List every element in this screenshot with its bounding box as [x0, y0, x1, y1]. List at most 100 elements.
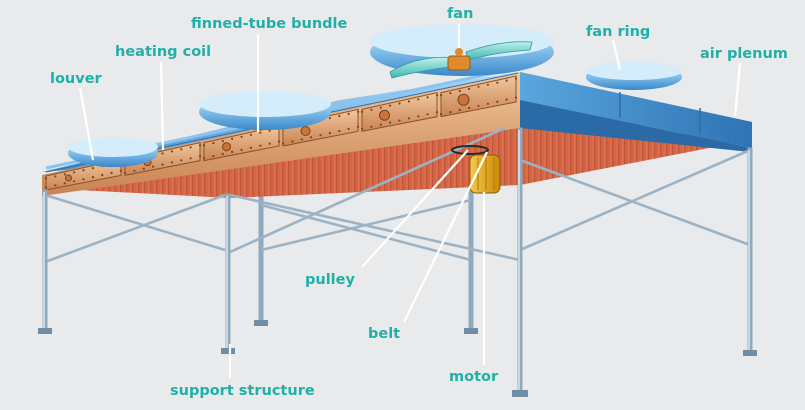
bundle-rivet: [468, 87, 471, 90]
bundle-rivet: [407, 117, 410, 120]
bundle-rivet: [360, 110, 364, 113]
bundle-rivet: [212, 142, 215, 145]
bundle-rivet: [63, 182, 66, 185]
bundle-rivet: [379, 106, 382, 109]
callout-belt: [403, 151, 488, 323]
bundle-header-box: [124, 142, 201, 176]
bundle-rivet: [477, 104, 480, 107]
bundle-rivet: [449, 111, 452, 114]
bundle-rivet: [486, 102, 489, 105]
fan-hub: [447, 55, 471, 71]
pulley-shape: [451, 145, 489, 155]
bundle-header-box: [203, 125, 280, 162]
bundle-rivet: [82, 178, 85, 181]
bundle-rivet: [407, 100, 410, 103]
bundle-rivet: [268, 142, 271, 145]
bundle-rivet: [439, 113, 443, 116]
nozzle-flange: [300, 126, 311, 136]
bundle-rivet: [468, 106, 471, 109]
bundle-rivet: [231, 150, 234, 153]
bundle-rivet: [514, 96, 518, 99]
bundle-rivet: [435, 94, 439, 97]
bundle-rivet: [110, 171, 113, 174]
bundle-rivet: [458, 108, 461, 112]
bundle-rivet: [44, 186, 48, 189]
label-motor: motor: [449, 369, 499, 385]
bundle-rivet: [356, 110, 360, 113]
callout-heating-coil: [159, 61, 165, 151]
bundle-rivet: [449, 92, 452, 95]
bundle-header-box: [361, 92, 438, 132]
coil-underside: [42, 118, 750, 198]
bundle-header-box: [282, 108, 359, 147]
bundle-rivet: [389, 104, 392, 107]
bundle-rivet: [91, 176, 94, 179]
nozzle-flange: [379, 109, 390, 121]
bundle-rivet: [63, 173, 66, 176]
bundle-rivet: [417, 98, 420, 101]
fan-assembly: [389, 41, 533, 79]
bundle-rivet: [277, 140, 281, 143]
bundle-rivet: [360, 127, 364, 130]
bundle-rivet: [170, 150, 173, 153]
callout-fan-ring: [611, 39, 622, 71]
bundle-rivet: [268, 129, 271, 132]
bundle-rivet: [91, 167, 94, 170]
bundle-rivet: [505, 79, 508, 82]
bundle-rivet: [477, 85, 480, 88]
bundle-rivet: [338, 129, 341, 133]
bundle-rivet: [370, 108, 373, 111]
bundle-rivet: [231, 137, 234, 140]
fan-blade-right: [465, 41, 533, 61]
bundle-rivet: [328, 132, 331, 135]
label-pulley: pulley: [305, 272, 355, 288]
label-louver: louver: [50, 71, 103, 87]
bundle-rivet: [356, 125, 360, 128]
bundle-rivet: [142, 167, 145, 170]
bundle-rivet: [458, 89, 461, 93]
callout-lines: [78, 24, 742, 378]
bundle-rivet: [152, 165, 155, 168]
bundle-rivet: [180, 148, 183, 151]
bundle-rivet: [221, 139, 224, 143]
bundle-rivet: [73, 171, 76, 174]
bundle-rivet: [281, 142, 285, 145]
bundle-rivet: [240, 135, 243, 138]
bundle-rivet: [435, 111, 439, 114]
nozzle-flange: [65, 174, 72, 182]
label-fan-ring: fan ring: [586, 24, 650, 40]
label-heating-coil: heating coil: [115, 44, 211, 60]
air-plenum-side: [520, 72, 752, 148]
bundle-rivet: [310, 136, 313, 139]
bundle-rivet: [426, 96, 429, 99]
bundle-rivet: [259, 144, 262, 147]
bundle-rivet: [133, 169, 136, 172]
back-support-legs: [258, 187, 474, 333]
bundle-rivet: [370, 125, 373, 128]
bundle-rivet: [338, 114, 341, 118]
bundle-rivet: [496, 100, 499, 103]
bundle-rivet: [514, 77, 518, 80]
bundle-rivet: [119, 169, 123, 172]
bundle-rivet: [170, 161, 173, 164]
bundle-rivet: [259, 131, 262, 134]
bundle-rivet: [398, 102, 401, 105]
bundle-rivet: [221, 152, 224, 156]
nozzle-flange: [222, 142, 231, 152]
bundle-rivet: [439, 94, 443, 97]
bundle-rivet: [54, 184, 57, 187]
bundle-rivet: [202, 157, 206, 160]
label-finned-tube-bundle: finned-tube bundle: [191, 16, 348, 32]
support-structure: [38, 126, 757, 397]
label-air-plenum: air plenum: [700, 46, 788, 62]
plenum-side-lower: [520, 100, 752, 152]
bundle-rivet: [328, 117, 331, 120]
bundle-rivet: [189, 157, 192, 160]
bundle-rivet: [202, 144, 206, 147]
bundle-rivet: [249, 146, 252, 149]
diagram-labels: fan finned-tube bundle fan ring heating …: [50, 6, 788, 399]
bundle-rivet: [82, 169, 85, 172]
nozzle-flange: [457, 93, 470, 106]
